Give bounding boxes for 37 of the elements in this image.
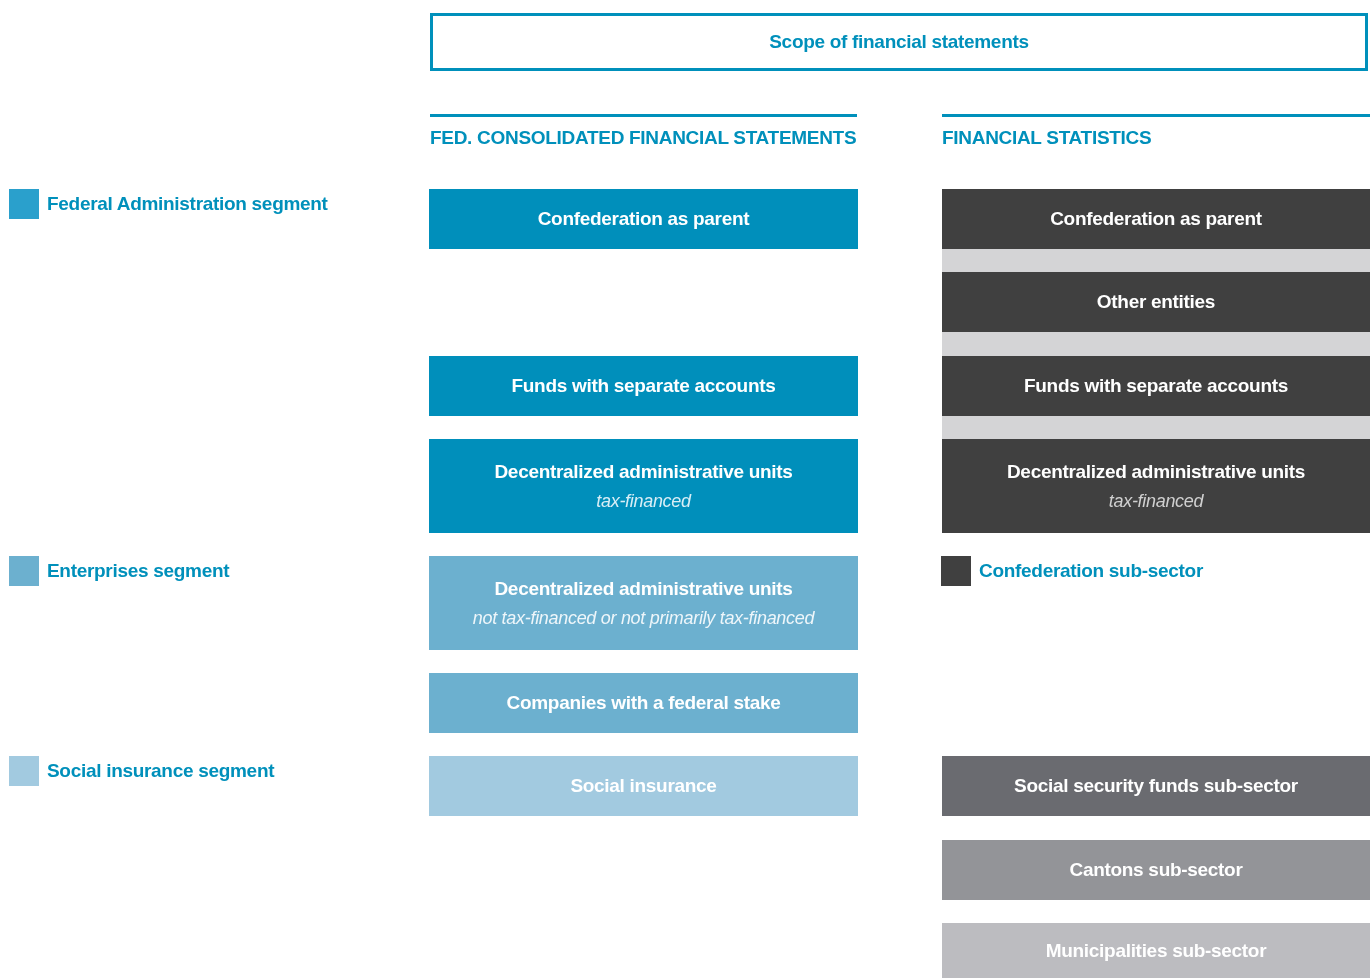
box-title: Scope of financial statements [769, 31, 1029, 53]
entity-box [942, 756, 1370, 816]
legend-label: Social insurance segment [47, 760, 275, 782]
box-title: Funds with separate accounts [511, 375, 776, 397]
box-subtitle: not tax-financed or not primarily tax-financed [472, 607, 815, 629]
box-title: Other entities [1096, 291, 1216, 313]
box-title: Confederation as parent [537, 208, 750, 230]
box-subtitle: tax-financed [596, 490, 691, 512]
box-title: Companies with a federal stake [506, 692, 781, 714]
entity-box [942, 439, 1370, 533]
box-title: Funds with separate accounts [1024, 375, 1288, 397]
box-title: Decentralized administrative units [494, 460, 793, 483]
entity-box [429, 556, 858, 650]
legend-label: Federal Administration segment [47, 193, 328, 215]
column-heading: FED. CONSOLIDATED FINANCIAL STATEMENTS [430, 127, 857, 149]
entity-box [429, 756, 858, 816]
legend-label: Confederation sub-sector [979, 560, 1203, 582]
column-heading: FINANCIAL STATISTICS [942, 127, 1152, 149]
entity-box [942, 840, 1370, 900]
box-title: Decentralized administrative units [494, 577, 793, 600]
entity-box [429, 439, 858, 533]
box-title: Social security funds sub-sector [1014, 775, 1298, 797]
entity-box [942, 272, 1370, 332]
entity-box [942, 356, 1370, 416]
legend-label: Enterprises segment [47, 560, 230, 582]
entity-box [429, 189, 858, 249]
title-box [430, 13, 1368, 71]
box-title: Confederation as parent [1050, 208, 1262, 230]
box-title: Cantons sub-sector [1069, 859, 1243, 881]
box-title: Decentralized administrative units [1006, 460, 1306, 483]
entity-box [942, 923, 1370, 978]
entity-box [429, 673, 858, 733]
box-title: Social insurance [570, 775, 717, 797]
box-subtitle: tax-financed [1108, 490, 1204, 512]
entity-box [429, 356, 858, 416]
entity-box [942, 189, 1370, 249]
box-title: Municipalities sub-sector [1045, 939, 1267, 962]
